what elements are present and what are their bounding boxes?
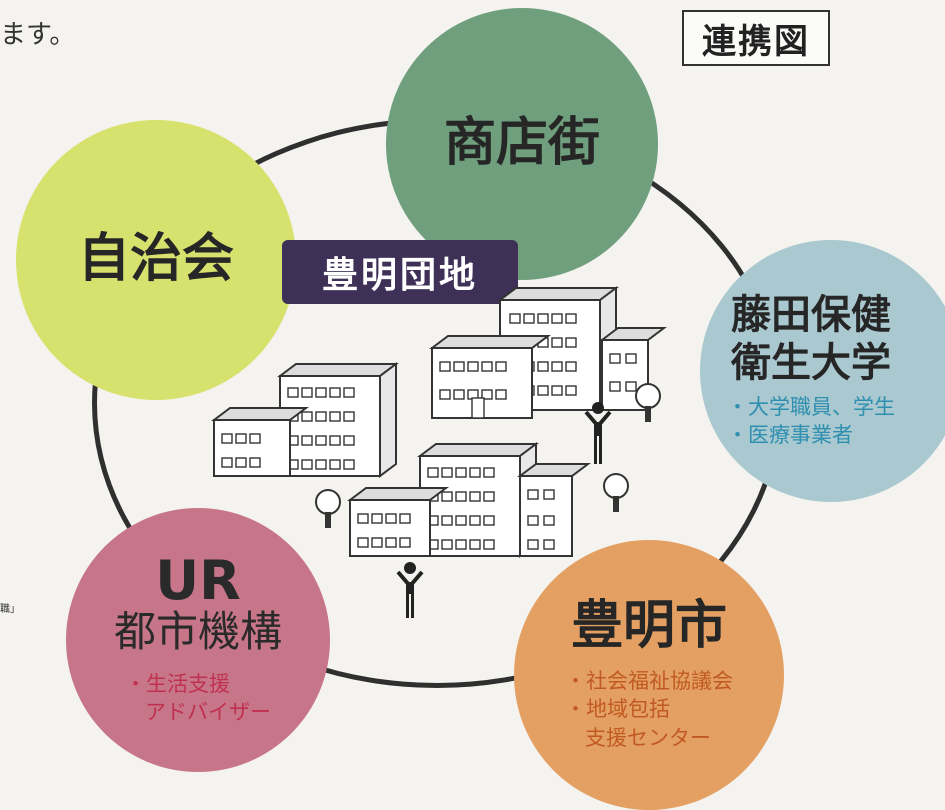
person-icon — [584, 402, 612, 464]
node-city-list: ・社会福祉協議会 ・地域包括 支援センター — [565, 667, 733, 752]
node-residents-association-title: 自治会 — [77, 229, 234, 290]
list-item: アドバイザー — [145, 700, 271, 725]
list-item: 支援センター — [585, 725, 711, 750]
node-shopping-street: 商店街 — [386, 8, 658, 280]
node-fujita-content: 藤田保健 衛生大学 ・大学職員、学生 ・医療事業者 — [727, 292, 895, 449]
tree-icon — [315, 489, 341, 528]
list-item: ・生活支援 — [125, 671, 230, 696]
housing-estate-label: 豊明団地 — [282, 240, 518, 304]
edge-text-fragment: 職」 — [0, 604, 20, 615]
node-toyoake-city-title: 豊明市 — [570, 595, 727, 656]
building-icon — [417, 442, 539, 558]
list-item: ・医療事業者 — [727, 423, 853, 448]
node-fujita-title-line1: 藤田保健 — [731, 292, 891, 339]
node-ur-list: ・生活支援 アドバイザー — [125, 670, 271, 727]
list-item: ・社会福祉協議会 — [565, 669, 733, 694]
tree-icon — [635, 383, 661, 422]
tree-icon — [603, 473, 629, 512]
building-icon — [429, 335, 551, 419]
person-icon — [396, 562, 424, 618]
building-icon — [517, 463, 591, 557]
list-item: ・地域包括 — [565, 697, 670, 722]
node-fujita-list: ・大学職員、学生 ・医療事業者 — [727, 393, 895, 450]
node-ur-agency: UR 都市機構 ・生活支援 アドバイザー — [66, 508, 330, 772]
building-icon — [347, 487, 449, 557]
list-item: ・大学職員、学生 — [727, 394, 895, 419]
node-fujita-university: 藤田保健 衛生大学 ・大学職員、学生 ・医療事業者 — [700, 240, 945, 502]
node-toyoake-city: 豊明市 ・社会福祉協議会 ・地域包括 支援センター — [514, 540, 784, 810]
node-ur-title-line2: 都市機構 — [113, 606, 282, 656]
node-fujita-title-line2: 衛生大学 — [731, 339, 891, 386]
node-residents-association: 自治会 — [16, 120, 296, 400]
node-ur-title-line1: UR — [155, 548, 241, 612]
text-fragment: ます。 — [0, 20, 76, 50]
housing-estate-illustration — [211, 286, 667, 618]
node-shopping-street-title: 商店街 — [443, 113, 600, 174]
diagram-title-badge: 連携図 — [682, 10, 830, 66]
building-icon — [211, 407, 309, 477]
building-icon — [277, 362, 399, 478]
